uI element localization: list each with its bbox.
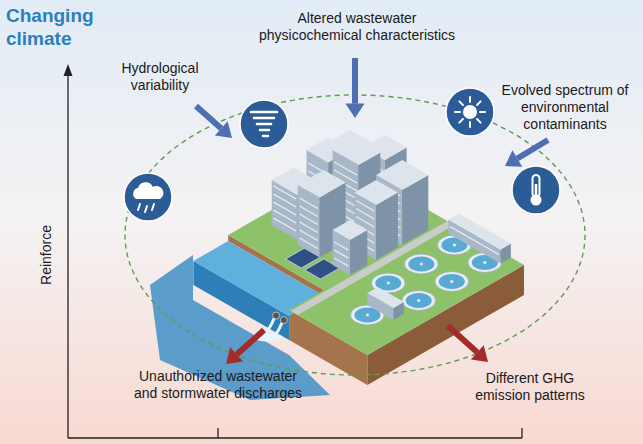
funnel bbox=[263, 135, 268, 138]
inflow-arrow bbox=[345, 58, 364, 118]
sun-ray bbox=[455, 111, 460, 113]
window-row bbox=[273, 202, 296, 215]
icon-disk bbox=[512, 166, 560, 214]
building-left-face bbox=[298, 185, 320, 258]
building-roof bbox=[333, 220, 368, 240]
sun-ray bbox=[469, 97, 471, 102]
axis-tick bbox=[217, 428, 218, 438]
icon-disk bbox=[446, 88, 494, 136]
tank-water bbox=[408, 257, 434, 272]
grass bbox=[228, 165, 524, 355]
window-row bbox=[450, 227, 499, 255]
window-row bbox=[334, 258, 348, 266]
outfall-pipe bbox=[280, 317, 287, 324]
impact-label: Different GHG emission patterns bbox=[473, 370, 588, 404]
window-row bbox=[273, 186, 296, 199]
axis-label: Reinforce bbox=[38, 225, 55, 285]
sun-ray bbox=[459, 119, 463, 123]
driver-label: Hydrological variability bbox=[100, 60, 220, 94]
tank-rim bbox=[404, 254, 438, 274]
building-roof bbox=[298, 170, 346, 198]
funnel bbox=[251, 111, 277, 114]
tank-rim bbox=[402, 291, 436, 311]
tank-rim bbox=[435, 272, 469, 292]
thermometer-icon bbox=[512, 166, 560, 214]
window-row bbox=[356, 201, 374, 212]
icon-disk bbox=[240, 100, 288, 148]
sun-ray bbox=[480, 111, 485, 113]
building bbox=[367, 287, 404, 320]
sun-core bbox=[463, 105, 477, 119]
raindrop bbox=[145, 206, 147, 212]
window-row bbox=[334, 162, 357, 175]
system-boundary bbox=[125, 95, 585, 375]
inflow-arrow-shaft bbox=[196, 106, 221, 128]
tank-hub bbox=[366, 313, 369, 316]
raindrop bbox=[152, 204, 154, 210]
diagram-title: Changing climate bbox=[6, 4, 116, 50]
sun-ray bbox=[477, 119, 481, 123]
window-row bbox=[300, 198, 318, 209]
outflow-arrow-shaft bbox=[237, 330, 264, 354]
funnel bbox=[257, 123, 271, 126]
window-row bbox=[273, 194, 296, 207]
inflow-arrow-head bbox=[505, 150, 522, 167]
tank-hub bbox=[450, 280, 453, 283]
window-row bbox=[334, 250, 348, 258]
rain-icon bbox=[124, 173, 172, 221]
building-roof bbox=[333, 138, 381, 166]
inflow-arrow-shaft bbox=[517, 140, 548, 159]
impact-label: Unauthorized wastewater and stormwater d… bbox=[131, 368, 306, 402]
axis-vertical bbox=[67, 74, 68, 438]
tank-water bbox=[439, 274, 465, 289]
raindrop bbox=[138, 204, 140, 210]
tank-hub bbox=[387, 281, 390, 284]
tank-hub bbox=[483, 261, 486, 264]
outflow-arrow-shaft bbox=[448, 326, 477, 352]
cloud bbox=[133, 182, 163, 199]
window-row bbox=[334, 242, 348, 250]
outflow-arrow-head bbox=[226, 347, 243, 364]
outflow-arrow bbox=[226, 330, 264, 364]
inflow-arrow bbox=[196, 106, 232, 138]
inflow-arrow-shaft bbox=[352, 58, 358, 104]
window-row bbox=[273, 218, 296, 231]
funnel bbox=[260, 129, 269, 132]
tank-hub bbox=[417, 299, 420, 302]
inflow-arrow-head bbox=[215, 121, 232, 138]
sun-ray bbox=[469, 122, 471, 127]
thermo-stem bbox=[533, 175, 540, 197]
building-roof bbox=[354, 180, 398, 205]
driver-label: Evolved spectrum of environmental contam… bbox=[495, 82, 635, 133]
sun-ray bbox=[459, 101, 463, 105]
tornado-icon bbox=[240, 100, 288, 148]
building-roof bbox=[367, 287, 404, 308]
tank-hub bbox=[420, 262, 423, 265]
sun-icon bbox=[446, 88, 494, 136]
driver-label: Altered wastewater physicochemical chara… bbox=[250, 10, 465, 44]
outflow-arrow-head bbox=[471, 345, 488, 362]
inflow-arrow-head bbox=[345, 104, 364, 118]
axis-tick bbox=[521, 428, 522, 438]
outflow-arrow bbox=[448, 326, 488, 362]
building bbox=[333, 220, 368, 275]
axis-horizontal bbox=[68, 437, 522, 438]
inflow-arrow bbox=[505, 140, 548, 167]
sun-ray bbox=[477, 101, 481, 105]
window-row bbox=[273, 210, 296, 223]
funnel bbox=[254, 117, 274, 120]
outfall-pipe bbox=[273, 312, 280, 319]
tank-hub bbox=[453, 243, 456, 246]
icon-disk bbox=[124, 173, 172, 221]
thermo-level bbox=[535, 184, 538, 198]
building bbox=[448, 214, 511, 264]
axis-arrowhead bbox=[64, 64, 73, 76]
tank-water bbox=[406, 293, 432, 308]
